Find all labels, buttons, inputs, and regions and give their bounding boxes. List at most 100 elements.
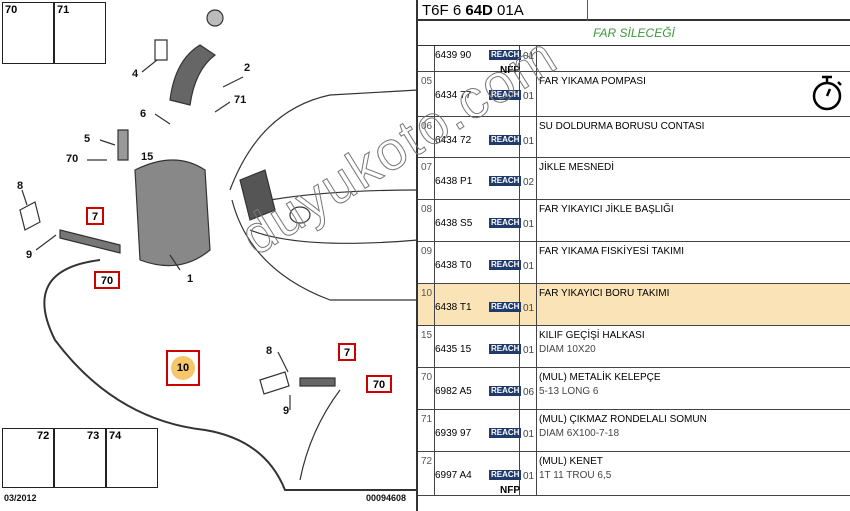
part-spec: DIAM 10X20: [539, 344, 596, 355]
reach-badge: REACH: [489, 135, 522, 145]
section-title: FAR SİLECEĞİ: [418, 21, 850, 46]
callout-8[interactable]: 8: [17, 180, 24, 192]
part-reference[interactable]: 6435 15: [435, 344, 472, 355]
col-divider: [520, 326, 537, 367]
part-row[interactable]: 72 6997 A4 REACH 01 NFP (MUL) KENET 1T 1…: [418, 452, 850, 496]
callout-70[interactable]: 70: [66, 153, 79, 165]
reach-badge: REACH: [489, 386, 522, 396]
col-divider: [520, 368, 537, 409]
part-row[interactable]: 6439 90 REACH 01 NFP: [418, 46, 850, 76]
quantity: 01: [523, 91, 535, 102]
part-row[interactable]: 06 6434 72 REACH 01 SU DOLDURMA BORUSU C…: [418, 117, 850, 158]
quantity: 01: [523, 219, 535, 230]
part-reference[interactable]: 6982 A5: [435, 386, 472, 397]
inset-cell-74: 74: [106, 428, 158, 488]
part-description: FAR YIKAYICI BORU TAKIMI: [539, 288, 670, 299]
part-reference[interactable]: 6434 72: [435, 135, 472, 146]
callout-9-lower[interactable]: 9: [283, 405, 290, 417]
part-reference[interactable]: 6438 P1: [435, 176, 473, 187]
code-prefix: T6F 6: [422, 2, 466, 19]
quantity: 01: [523, 303, 535, 314]
item-number: 08: [421, 204, 433, 215]
part-description: (MUL) KENET: [539, 456, 603, 467]
quantity: 01: [523, 345, 535, 356]
code-suffix: 01A: [492, 2, 524, 19]
col-divider: [520, 410, 537, 451]
quantity: 01: [523, 471, 535, 482]
exploded-view-drawing: [19, 9, 418, 491]
item-number: 70: [421, 372, 433, 383]
callout-6[interactable]: 6: [140, 108, 147, 120]
part-reference[interactable]: 6997 A4: [435, 470, 472, 481]
col-divider: [418, 242, 435, 283]
part-description: KILIF GEÇİŞİ HALKASI: [539, 330, 645, 341]
catalog-code: T6F 6 64D 01A: [422, 2, 524, 19]
item-number: 09: [421, 246, 433, 257]
parts-diagram: 70 71 72 73 74 1 2 4 5 6 15 70 71 8 9 8 …: [0, 0, 418, 511]
inset-cell-72: 72: [2, 428, 54, 488]
part-reference[interactable]: 6438 T0: [435, 260, 472, 271]
quantity: 02: [523, 177, 535, 188]
part-description: FAR YIKAMA POMPASI: [539, 76, 646, 87]
part-description: FAR YIKAMA FISKİYESİ TAKIMI: [539, 246, 685, 257]
item-number: 71: [421, 414, 433, 425]
part-reference[interactable]: 6434 77: [435, 90, 472, 101]
part-reference[interactable]: 6438 S5: [435, 218, 473, 229]
part-reference[interactable]: 6438 T1: [435, 302, 472, 313]
inset-number: 71: [57, 4, 70, 16]
col-divider: [520, 284, 537, 325]
callout-1[interactable]: 1: [187, 273, 194, 285]
inset-number: 73: [87, 430, 100, 442]
header-divider: [587, 0, 588, 21]
part-spec: DIAM 6X100-7-18: [539, 428, 620, 439]
callout-71[interactable]: 71: [234, 94, 247, 106]
part-spec: 5-13 LONG 6: [539, 386, 599, 397]
reach-badge: REACH: [489, 90, 522, 100]
parts-list-panel: T6F 6 64D 01A FAR SİLECEĞİ 6439 90 REACH…: [418, 0, 850, 511]
reach-badge: REACH: [489, 344, 522, 354]
part-description: FAR YIKAYICI JİKLE BAŞLIĞI: [539, 204, 674, 215]
part-description: SU DOLDURMA BORUSU CONTASI: [539, 121, 705, 132]
quantity: 01: [523, 261, 535, 272]
part-row[interactable]: 15 6435 15 REACH 01 KILIF GEÇİŞİ HALKASI…: [418, 326, 850, 368]
callout-2[interactable]: 2: [244, 62, 251, 74]
reach-badge: REACH: [489, 260, 522, 270]
part-row[interactable]: 05 6434 77 REACH 01 FAR YIKAMA POMPASI: [418, 72, 850, 117]
part-row[interactable]: 71 6939 97 REACH 01 (MUL) ÇIKMAZ RONDELA…: [418, 410, 850, 452]
part-row[interactable]: 08 6438 S5 REACH 01 FAR YIKAYICI JİKLE B…: [418, 200, 850, 242]
diagram-date: 03/2012: [4, 493, 37, 503]
quantity: 01: [523, 51, 535, 62]
part-row[interactable]: 07 6438 P1 REACH 02 JİKLE MESNEDİ: [418, 158, 850, 200]
part-row[interactable]: 09 6438 T0 REACH 01 FAR YIKAMA FISKİYESİ…: [418, 242, 850, 284]
part-row[interactable]: 70 6982 A5 REACH 06 (MUL) METALİK KELEPÇ…: [418, 368, 850, 410]
item-number: 07: [421, 162, 433, 173]
item-number: 72: [421, 456, 433, 467]
col-divider: [418, 158, 435, 199]
callout-8-lower[interactable]: 8: [266, 345, 273, 357]
callout-70-boxed[interactable]: 70: [94, 271, 120, 289]
col-divider: [418, 200, 435, 241]
part-reference[interactable]: 6939 97: [435, 428, 472, 439]
nfp-label: NFP: [500, 65, 520, 76]
callout-9[interactable]: 9: [26, 249, 33, 261]
col-divider: [520, 46, 537, 71]
code-bold: 64D: [465, 2, 493, 19]
inset-number: 70: [5, 4, 18, 16]
callout-7-boxed[interactable]: 7: [86, 207, 104, 225]
callout-70-boxed-lower[interactable]: 70: [366, 375, 392, 393]
callout-10-highlighted[interactable]: 10: [166, 350, 200, 386]
col-divider: [520, 117, 537, 157]
callout-5[interactable]: 5: [84, 133, 91, 145]
quantity: 01: [523, 136, 535, 147]
part-description: JİKLE MESNEDİ: [539, 162, 615, 173]
part-row[interactable]: 10 6438 T1 REACH 01 FAR YIKAYICI BORU TA…: [418, 284, 850, 326]
callout-7-boxed-lower[interactable]: 7: [338, 343, 356, 361]
callout-15[interactable]: 15: [141, 151, 154, 163]
callout-4[interactable]: 4: [132, 68, 139, 80]
part-reference[interactable]: 6439 90: [435, 50, 472, 61]
quantity: 06: [523, 387, 535, 398]
col-divider: [418, 410, 435, 451]
col-divider: [520, 452, 537, 495]
col-divider: [418, 368, 435, 409]
reach-badge: REACH: [489, 470, 522, 480]
